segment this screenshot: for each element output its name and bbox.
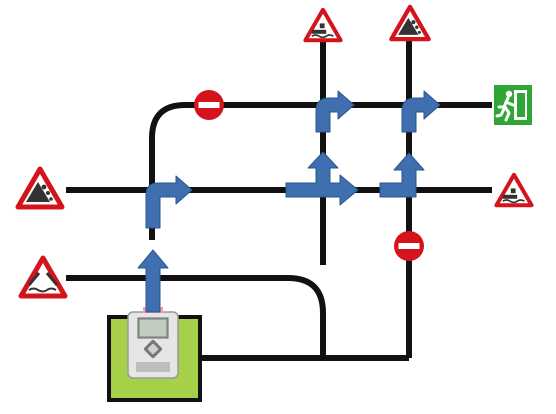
quay-warning-sign-top-middle — [305, 10, 340, 40]
no-entry-icon — [194, 90, 224, 120]
falling-rocks-warning-icon — [391, 7, 428, 39]
no-entry-icon — [394, 231, 424, 261]
road-top-horizontal — [149, 102, 492, 240]
arrow-up-from-start — [137, 249, 169, 313]
rockfall-warning-sign-left-upper — [18, 169, 62, 207]
robot-brick-controller-icon — [127, 307, 179, 379]
no-entry-sign-top — [194, 90, 224, 120]
route-arrows — [137, 90, 441, 313]
quay-edge-warning-icon — [305, 10, 340, 40]
roads — [66, 38, 492, 361]
start-box — [107, 307, 202, 402]
quay-warning-sign-right — [496, 175, 531, 205]
arrow-turn-right-top-right — [401, 90, 441, 133]
opening-bridge-warning-icon — [21, 258, 65, 296]
arrow-turn-right-top-middle — [315, 90, 355, 133]
emergency-exit-icon — [494, 85, 532, 125]
exit-sign — [494, 85, 532, 125]
bridge-warning-sign-left-lower — [21, 258, 65, 296]
rockfall-warning-sign-top-right — [391, 7, 428, 39]
road-lower-horizontal — [66, 275, 326, 358]
arrow-turn-right-left-intersection — [145, 175, 193, 229]
arrow-corner-right-intersection — [379, 152, 425, 198]
falling-rocks-warning-icon — [18, 169, 62, 207]
arrow-cross-middle-intersection — [285, 151, 359, 206]
quay-edge-warning-icon — [496, 175, 531, 205]
no-entry-sign-right — [394, 231, 424, 261]
